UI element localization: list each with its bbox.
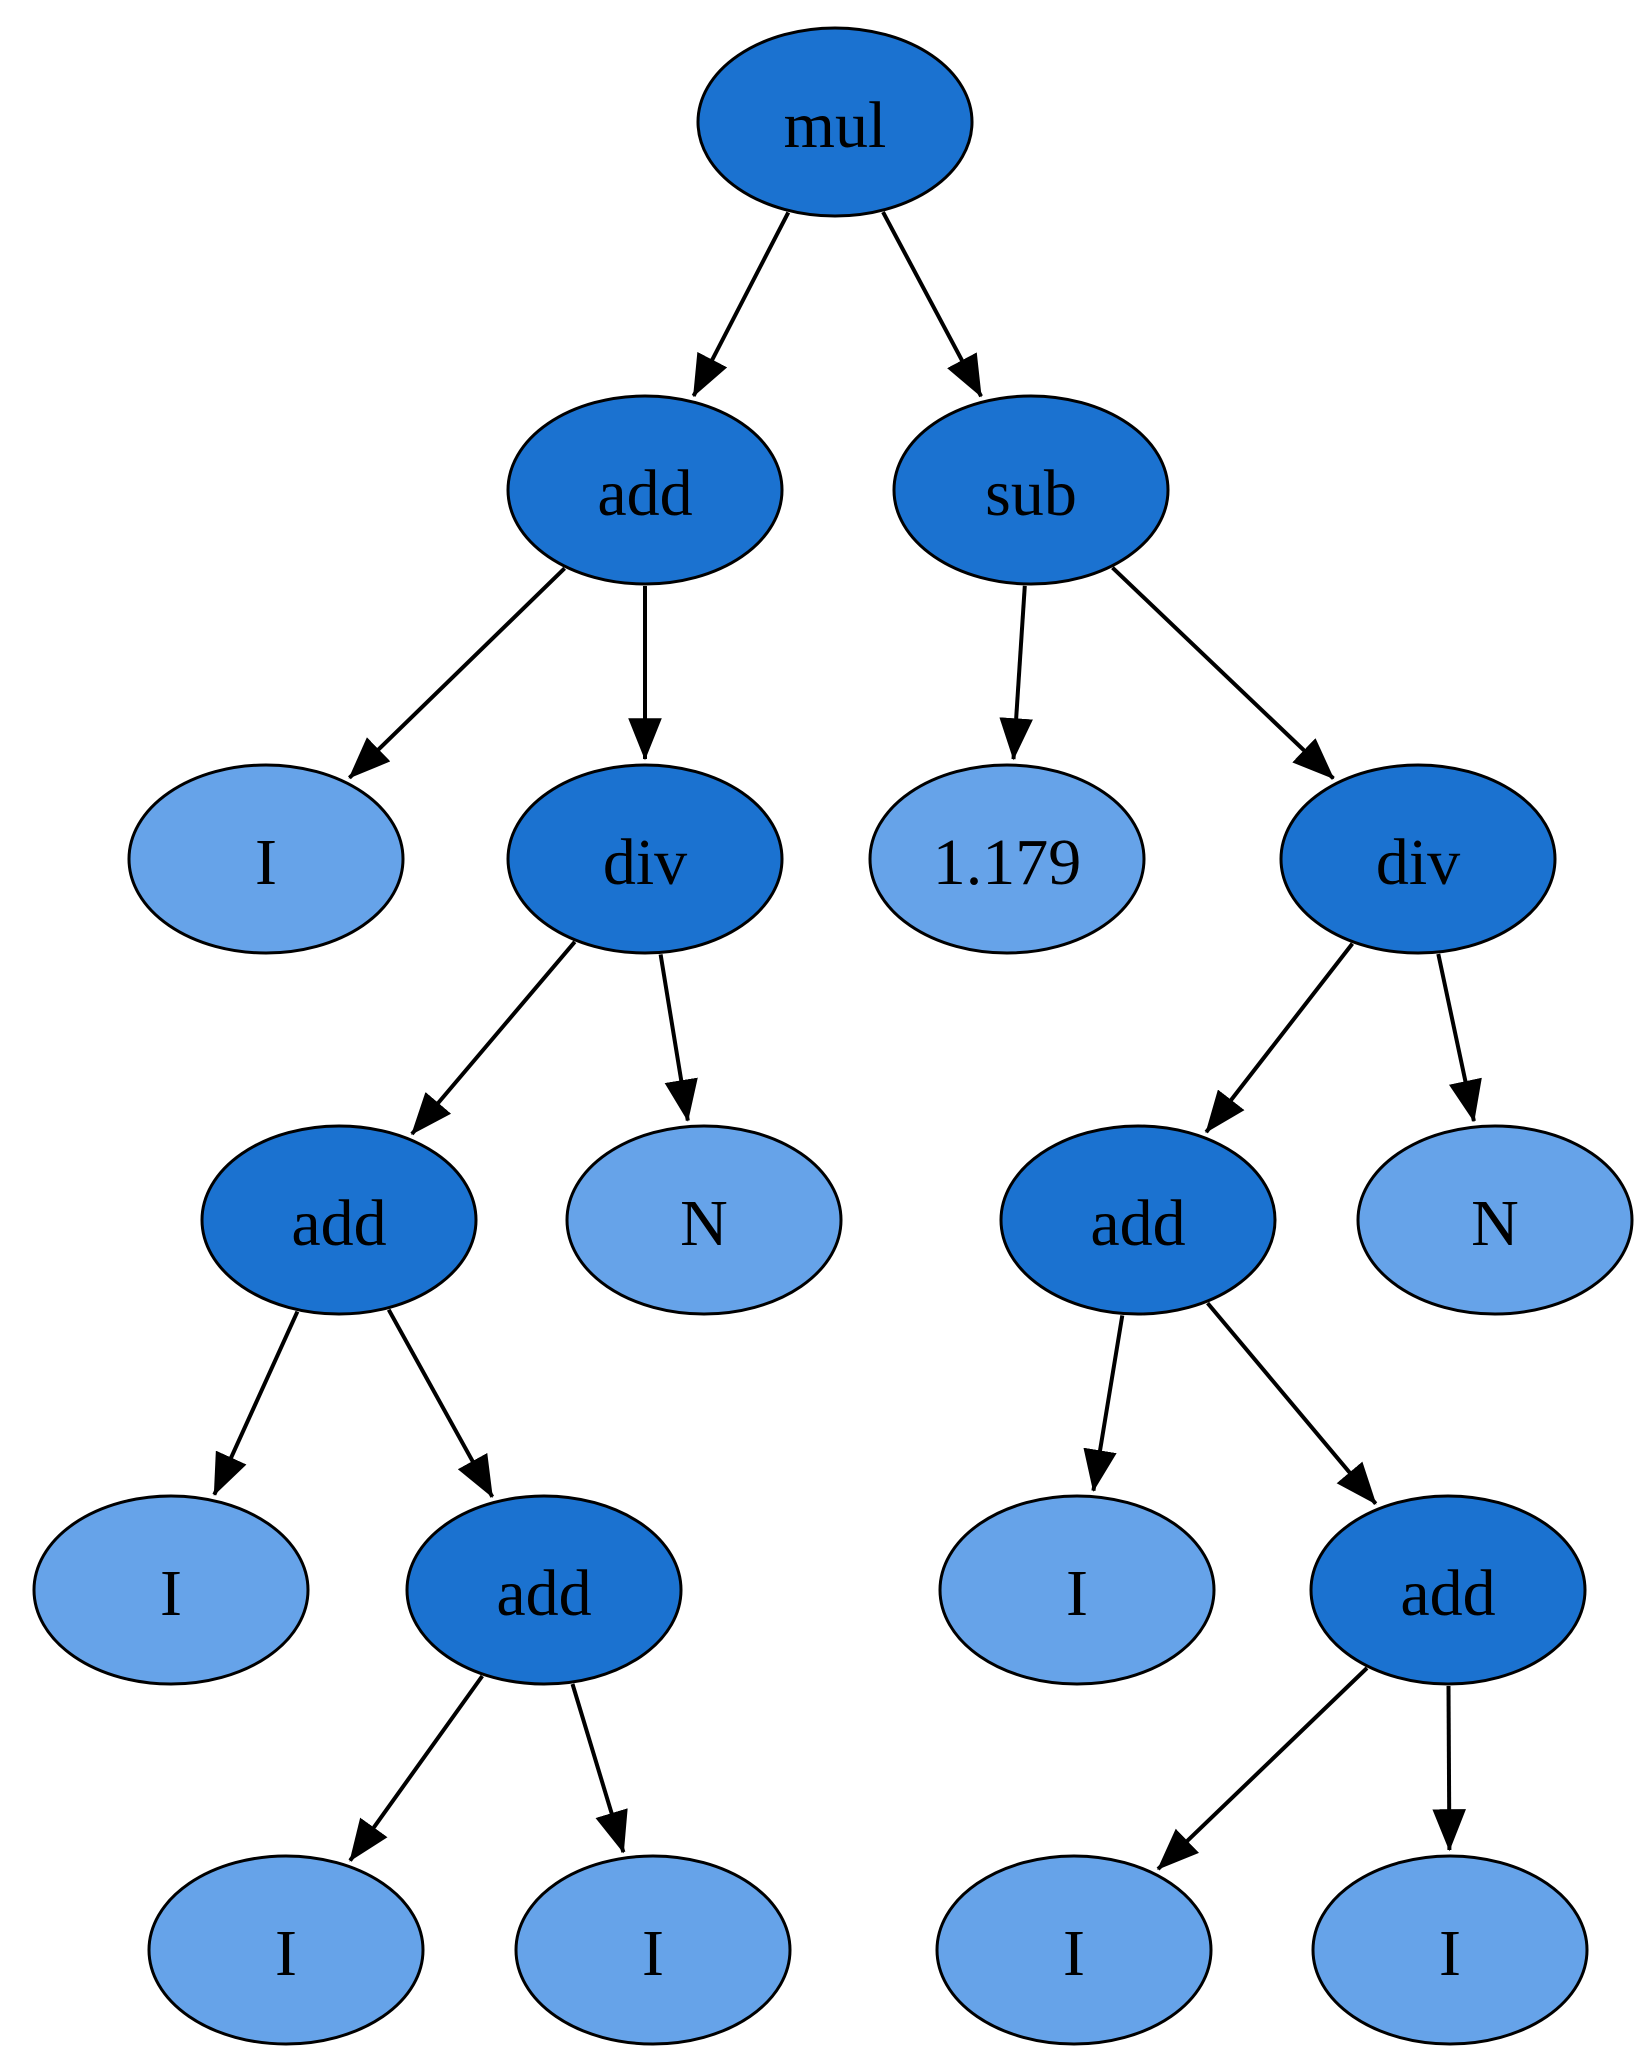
tree-node-i1: I: [127, 763, 405, 955]
node-label: add: [496, 1557, 591, 1630]
tree-edge-sub1-div2: [1111, 566, 1335, 780]
node-ellipse: [514, 1854, 792, 2046]
tree-node-div1: div: [506, 763, 784, 955]
tree-node-i6: I: [935, 1854, 1213, 2046]
node-label: I: [1063, 1917, 1085, 1990]
node-label: I: [160, 1557, 182, 1630]
node-label: div: [1376, 826, 1460, 899]
node-label: I: [1066, 1557, 1088, 1630]
tree-node-i4: I: [147, 1854, 425, 2046]
tree-edge-mul-add1: [691, 211, 791, 397]
node-label: mul: [784, 89, 887, 162]
node-label: sub: [985, 457, 1077, 530]
node-ellipse: [1311, 1854, 1589, 2046]
tree-edge-add1-i1: [348, 566, 566, 780]
node-label: I: [275, 1917, 297, 1990]
node-label: div: [603, 826, 687, 899]
tree-node-add1: add: [506, 394, 784, 586]
node-ellipse: [127, 763, 405, 955]
edges-layer: [212, 211, 1482, 1871]
tree-edge-sub1-const1179: [999, 585, 1033, 761]
node-ellipse: [506, 763, 784, 955]
tree-edge-add5-i7: [1432, 1685, 1466, 1852]
tree-edge-add4-i5: [570, 1683, 628, 1854]
tree-node-n1: N: [565, 1124, 843, 1316]
node-ellipse: [868, 763, 1146, 955]
tree-node-mul: mul: [696, 26, 974, 218]
node-ellipse: [200, 1124, 478, 1316]
node-label: I: [642, 1917, 664, 1990]
node-label: I: [255, 826, 277, 899]
tree-node-add3: add: [999, 1124, 1277, 1316]
node-ellipse: [506, 394, 784, 586]
tree-edge-add4-i4: [348, 1674, 484, 1862]
node-ellipse: [32, 1494, 310, 1686]
tree-edge-div2-n2: [1436, 953, 1482, 1123]
node-label: I: [1439, 1917, 1461, 1990]
node-label: N: [680, 1187, 728, 1260]
tree-edge-mul-sub1: [881, 211, 983, 398]
node-label: 1.179: [933, 826, 1082, 899]
node-ellipse: [1279, 763, 1557, 955]
node-label: N: [1471, 1187, 1519, 1260]
node-ellipse: [1309, 1494, 1587, 1686]
node-ellipse: [147, 1854, 425, 2046]
node-ellipse: [938, 1494, 1216, 1686]
node-ellipse: [696, 26, 974, 218]
tree-edge-add3-i3: [1083, 1315, 1125, 1492]
node-ellipse: [405, 1494, 683, 1686]
node-ellipse: [1356, 1124, 1634, 1316]
tree-node-sub1: sub: [892, 394, 1170, 586]
tree-node-i2: I: [32, 1494, 310, 1686]
node-label: add: [1400, 1557, 1495, 1630]
node-label: add: [291, 1187, 386, 1260]
node-label: add: [597, 457, 692, 530]
node-ellipse: [565, 1124, 843, 1316]
tree-edge-add3-add5: [1206, 1301, 1378, 1505]
tree-node-i5: I: [514, 1854, 792, 2046]
tree-node-add5: add: [1309, 1494, 1587, 1686]
tree-edge-add2-i2: [212, 1310, 300, 1496]
node-label: add: [1090, 1187, 1185, 1260]
tree-edge-add2-add4: [386, 1308, 495, 1498]
node-ellipse: [892, 394, 1170, 586]
tree-node-i3: I: [938, 1494, 1216, 1686]
tree-node-const1179: 1.179: [868, 763, 1146, 955]
node-ellipse: [999, 1124, 1277, 1316]
tree-edge-div1-add2: [410, 940, 577, 1136]
tree-node-div2: div: [1279, 763, 1557, 955]
tree-edge-add5-i6: [1156, 1666, 1369, 1871]
node-ellipse: [935, 1854, 1213, 2046]
tree-node-add2: add: [200, 1124, 478, 1316]
tree-node-n2: N: [1356, 1124, 1634, 1316]
tree-node-add4: add: [405, 1494, 683, 1686]
tree-edge-div1-n1: [658, 954, 698, 1122]
tree-node-i7: I: [1311, 1854, 1589, 2046]
tree-edge-div2-add3: [1204, 942, 1354, 1134]
